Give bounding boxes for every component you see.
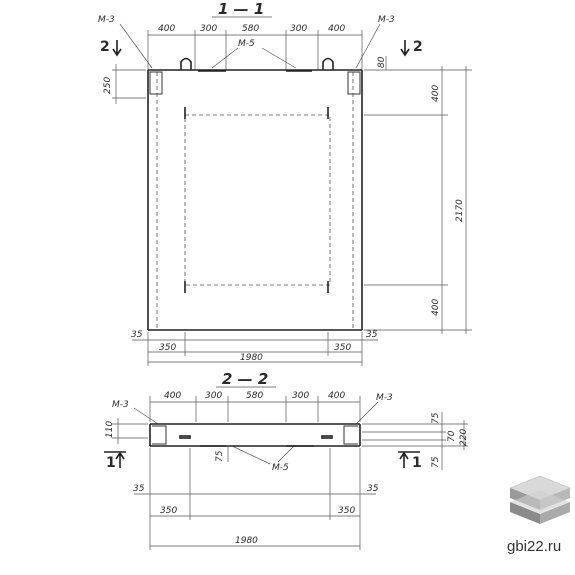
mark-m3-left: М-3 [98, 15, 115, 25]
dim-label: 400 [164, 391, 181, 401]
dim-label: 35 [131, 330, 143, 340]
cut-arrow-left [115, 451, 125, 468]
dim-label: 75 [431, 456, 441, 468]
mark-m3-right: М-3 [376, 393, 393, 403]
watermark-logo-icon [509, 475, 571, 524]
dim-label: 220 [459, 429, 469, 446]
cut-label-left: 1 [106, 455, 116, 471]
total-width-label: 1980 [240, 353, 263, 363]
section-2-2: 2 — 2 400 300 580 300 400 М-3 М-3 М-5 [104, 370, 469, 550]
leader-line [355, 23, 381, 69]
dim-label: 35 [367, 484, 379, 494]
mark-m5: М-5 [272, 463, 289, 473]
corner-plate-m3 [343, 425, 358, 445]
mark-m3-left: М-3 [112, 400, 129, 410]
dim-label: 580 [246, 391, 263, 401]
dim-label: 350 [159, 343, 176, 353]
section-1-1-title: 1 — 1 [218, 0, 264, 18]
corner-plate-m3 [347, 71, 361, 95]
dim-label: 400 [328, 391, 345, 401]
dim-label: 35 [133, 484, 145, 494]
cut-label-left: 2 [100, 39, 110, 55]
watermark-text: gbi22.ru [507, 538, 561, 555]
leader-line [277, 445, 295, 463]
total-width-label: 1980 [235, 536, 258, 546]
dim-label: 400 [431, 85, 441, 102]
dim-label: 400 [328, 24, 345, 34]
section-1-1: 1 — 1 400 300 580 300 400 М-3 М-3 М-5 2 … [98, 0, 472, 366]
leader-line [211, 47, 239, 69]
dim-label: 350 [338, 506, 355, 516]
dim-label: 580 [242, 24, 259, 34]
dim-label: 350 [160, 506, 177, 516]
cut-label-right: 1 [412, 455, 422, 471]
dim-label: 2170 [455, 199, 465, 222]
rebar-end [321, 435, 333, 439]
lifting-loop [180, 57, 192, 70]
corner-plate-m3 [152, 425, 167, 445]
dim-label: 400 [158, 24, 175, 34]
section-2-2-title: 2 — 2 [222, 370, 268, 388]
dim-label: 400 [431, 299, 441, 316]
lifting-loop [322, 57, 334, 70]
cut-label-right: 2 [413, 39, 423, 55]
dim-label: 110 [105, 421, 115, 438]
leader-line [231, 445, 271, 465]
dim-label: 350 [334, 343, 351, 353]
leader-line [133, 407, 159, 425]
dim-label: 80 [377, 56, 387, 68]
cut-arrow-left [112, 40, 122, 57]
inner-rebar-outline [184, 114, 331, 286]
dim-label: 70 [447, 430, 457, 442]
dim-label: 300 [205, 391, 222, 401]
dim-label: 300 [200, 24, 217, 34]
dim-label: 250 [103, 77, 113, 94]
leader-line [261, 47, 297, 69]
cut-arrow-right [400, 40, 410, 57]
dim-label: 75 [431, 412, 441, 424]
mark-m3-right: М-3 [378, 15, 395, 25]
leader-line [355, 401, 379, 425]
dim-label: 300 [290, 24, 307, 34]
corner-plate-m3 [149, 71, 163, 95]
mark-m5: М-5 [238, 39, 255, 49]
cut-arrow-right [399, 451, 409, 468]
dim-label: 35 [366, 330, 378, 340]
dim-label: 75 [215, 450, 225, 462]
rebar-end [179, 435, 191, 439]
dim-label: 300 [292, 391, 309, 401]
watermark: gbi22.ru [507, 475, 571, 555]
leader-line [119, 23, 153, 69]
